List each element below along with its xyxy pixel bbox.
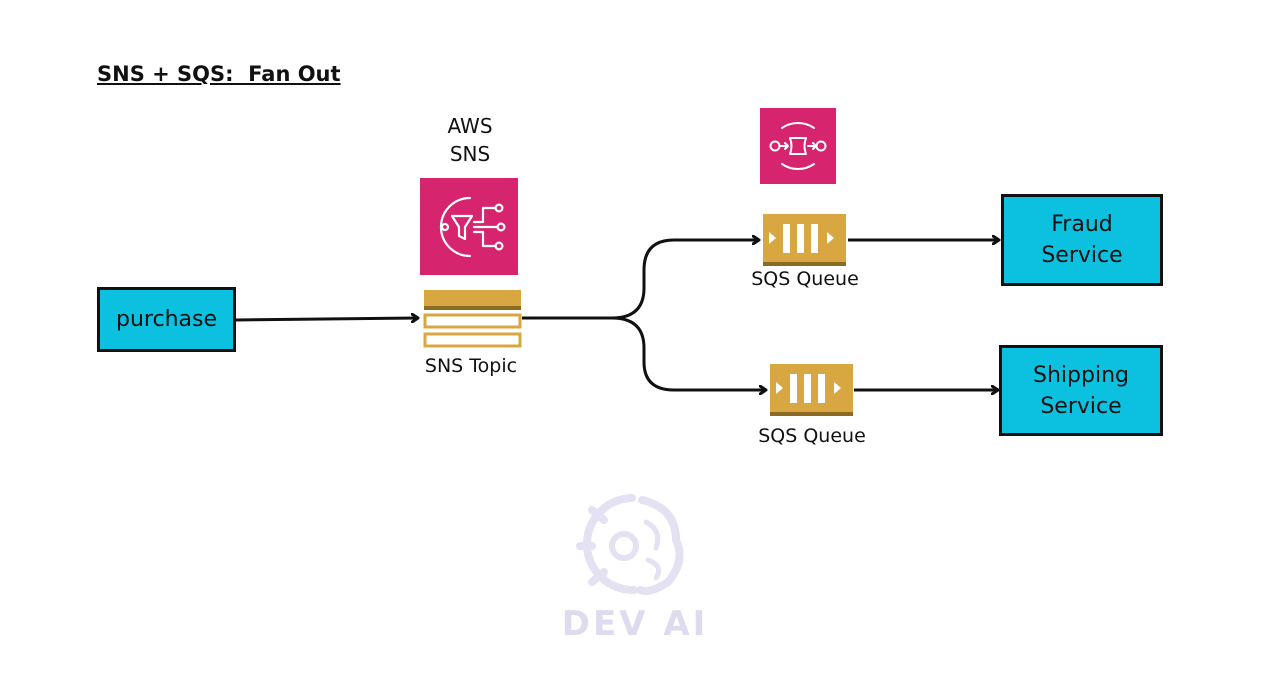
sns-topic-label: SNS Topic: [424, 355, 518, 377]
sqs-icon: [760, 108, 836, 184]
sqs-queue-icon-2: [770, 364, 853, 416]
sns-icon: [420, 178, 518, 275]
fanout-branch-top: [522, 240, 759, 320]
sqs-queue-icon-1: [763, 214, 846, 266]
watermark-text: DEV AI: [561, 604, 709, 644]
shipping-service-line2: Service: [1040, 393, 1122, 419]
shipping-service-line1: Shipping: [1033, 362, 1129, 388]
arrow-purchase-to-topic: [235, 318, 418, 320]
aws-sns-label-line2: SNS: [449, 142, 491, 166]
sqs-queue-label-1: SQS Queue: [751, 268, 859, 290]
sns-topic-icon: [423, 290, 522, 348]
dev-ai-logo: [576, 494, 684, 595]
aws-sns-label: AWS SNS: [420, 112, 520, 168]
fraud-service-box: Fraud Service: [1001, 194, 1163, 286]
sqs-queue-label-2: SQS Queue: [758, 425, 866, 447]
shipping-service-box: Shipping Service: [999, 345, 1163, 436]
fraud-service-line2: Service: [1041, 243, 1123, 268]
diagram-title: SNS + SQS: Fan Out: [97, 62, 341, 86]
fraud-service-line1: Fraud: [1051, 212, 1113, 237]
purchase-label: purchase: [116, 307, 217, 332]
fanout-branch-bottom: [611, 316, 766, 390]
purchase-box: purchase: [97, 287, 236, 352]
aws-sns-label-line1: AWS: [447, 114, 493, 138]
